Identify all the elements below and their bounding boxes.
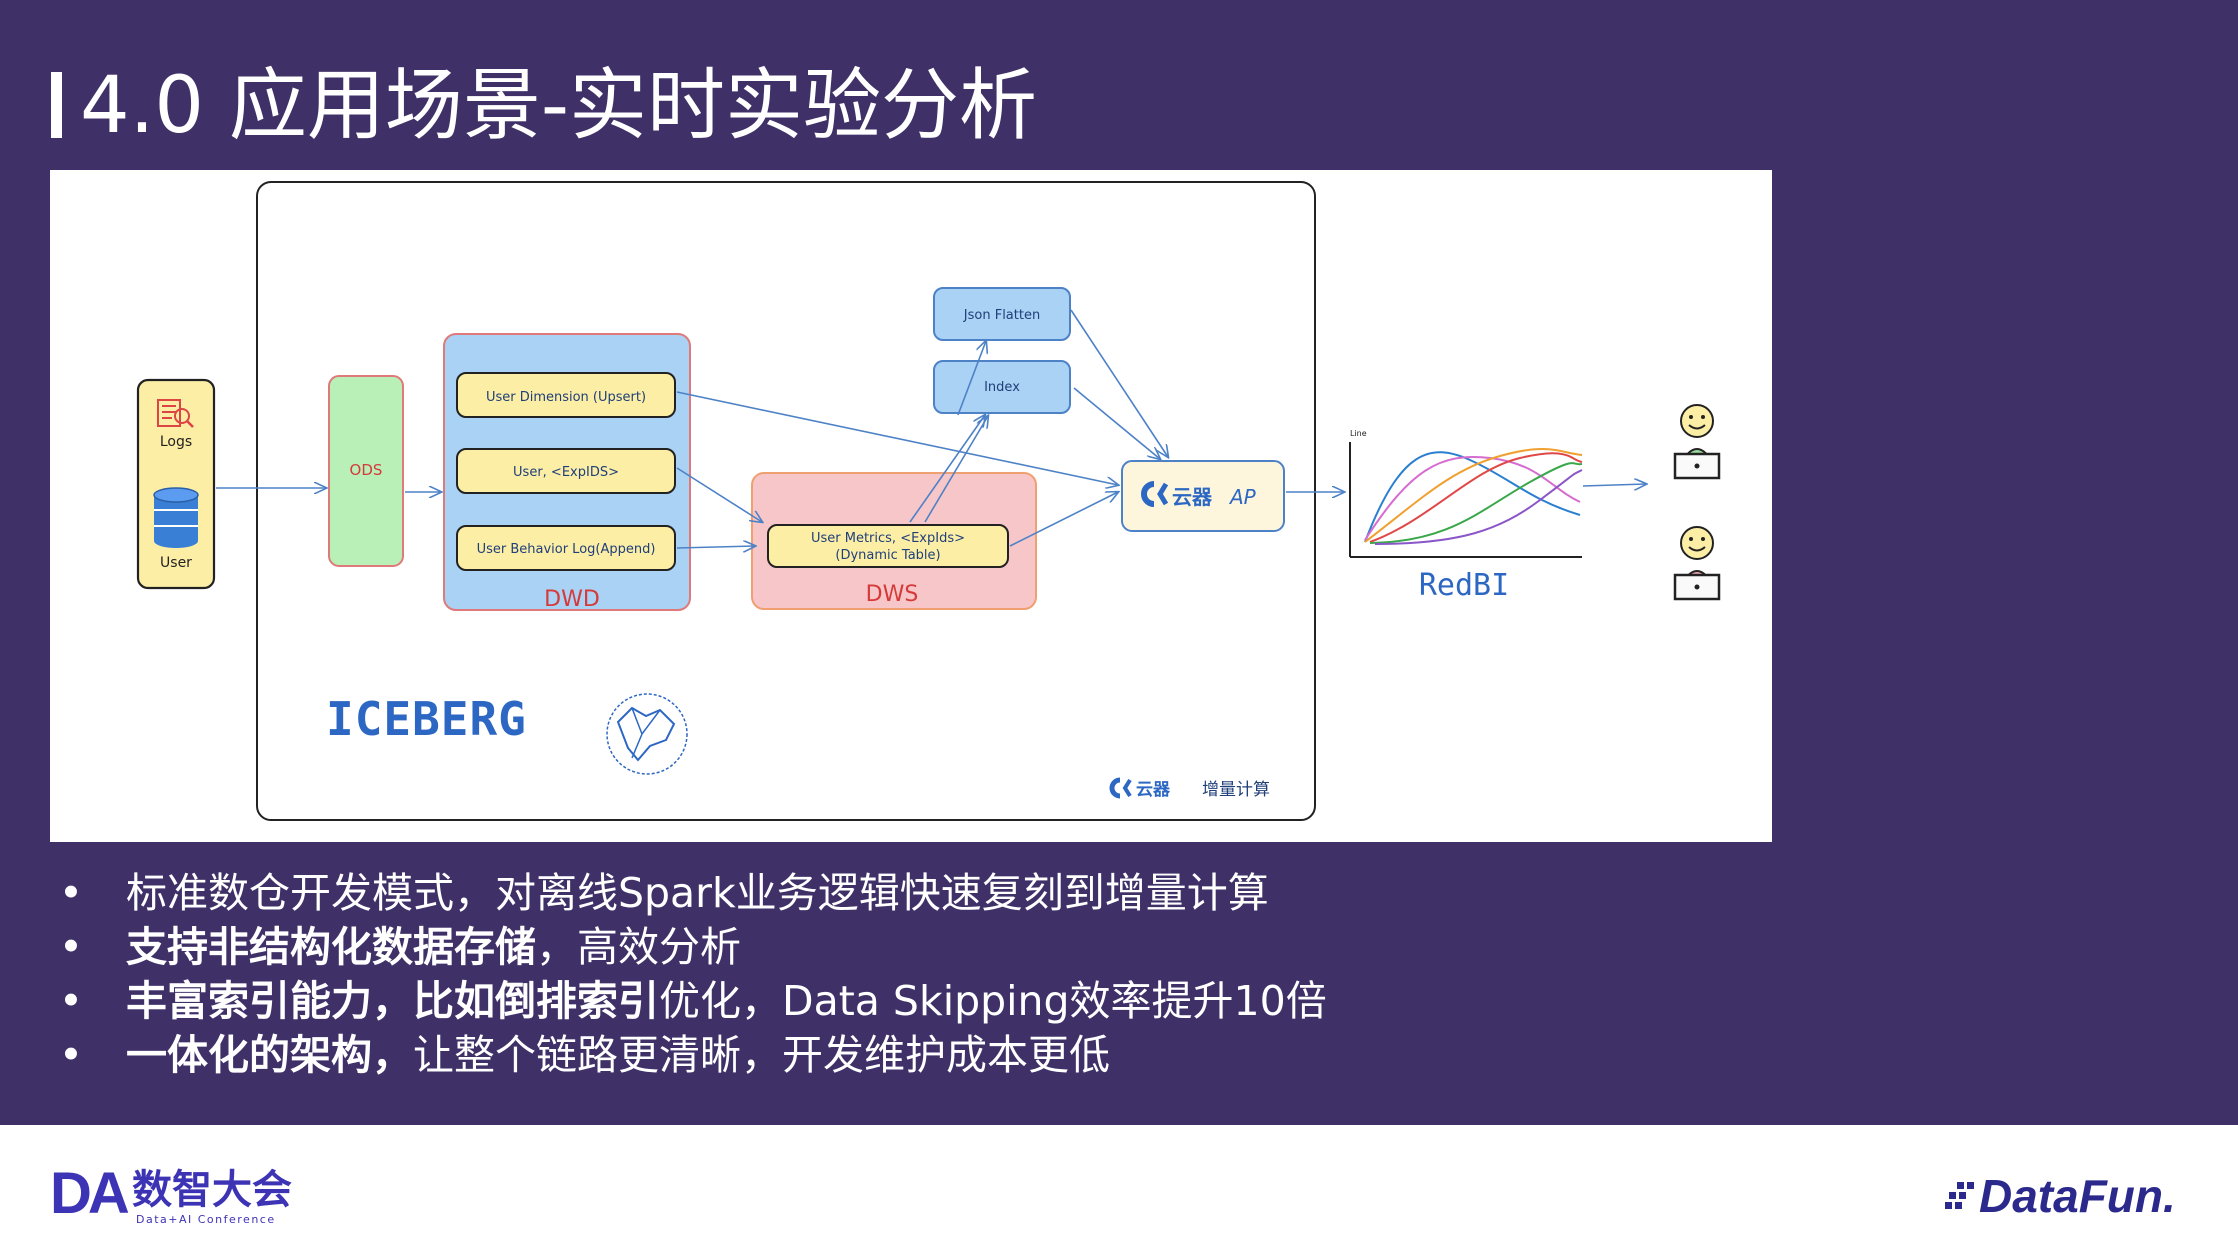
bullet-text: 标准数仓开发模式，对离线Spark业务逻辑快速复刻到增量计算	[126, 869, 1269, 917]
iceberg-frame	[256, 181, 1316, 821]
dwd-item-behavior-log-label: User Behavior Log(Append)	[477, 542, 656, 557]
bullet-dot: •	[58, 923, 84, 971]
analyst-avatar-1	[1673, 404, 1721, 480]
datafun-dots-icon	[1945, 1182, 1979, 1212]
json-flatten-label: Json Flatten	[963, 308, 1040, 323]
dws-label: DWS	[866, 582, 919, 607]
architecture-diagram: Logs User ODS User Dimension (Up	[50, 170, 1772, 842]
index-label: Index	[984, 380, 1020, 395]
yunqi-logo-icon	[1141, 481, 1169, 507]
logs-label: Logs	[160, 434, 192, 450]
dwd-item-user-dimension	[456, 372, 676, 418]
bullet-bold: 丰富索引能力，比如倒排索引	[126, 977, 659, 1025]
dwd-box: User Dimension (Upsert) User, <ExpIDS> U…	[443, 333, 691, 612]
datafun-wordmark: DataFun.	[1979, 1170, 2176, 1222]
logs-icon	[157, 399, 194, 428]
bullet-bold: 一体化的架构，	[126, 1031, 413, 1079]
dwd-item-user-dimension-label: User Dimension (Upsert)	[486, 390, 646, 405]
bullet-text: 优化，Data Skipping效率提升10倍	[659, 977, 1327, 1025]
dwd-item-behavior-log	[456, 525, 676, 571]
badge-label: 增量计算	[1202, 780, 1270, 800]
bullet-dot: •	[58, 977, 84, 1025]
footer-bar	[0, 1125, 2238, 1254]
bullet-item: • 支持非结构化数据存储，高效分析	[56, 920, 1756, 974]
database-icon	[153, 487, 199, 548]
da-logo-cn: 数智大会	[132, 1167, 292, 1213]
da-logo-mark: DA	[50, 1161, 130, 1226]
bullet-list: • 标准数仓开发模式，对离线Spark业务逻辑快速复刻到增量计算 • 支持非结构…	[56, 866, 1756, 1082]
flow-arrows	[216, 309, 1646, 548]
user-label: User	[160, 555, 192, 571]
dwd-item-user-expids	[456, 448, 676, 494]
bullet-bold: 支持非结构化数据存储	[126, 923, 536, 971]
iceberg-logo-icon	[606, 693, 688, 775]
slide-title: 4.0 应用场景-实时实验分析	[80, 61, 1037, 151]
bullet-item: • 丰富索引能力，比如倒排索引优化，Data Skipping效率提升10倍	[56, 974, 1756, 1028]
dwd-label: DWD	[544, 587, 600, 612]
bullet-text: 让整个链路更清晰，开发维护成本更低	[413, 1031, 1110, 1079]
dws-item-user-metrics	[767, 524, 1009, 568]
bullet-text: ，高效分析	[536, 923, 741, 971]
ap-brand: 云器	[1172, 485, 1213, 509]
redbi-chart: Line RedBI	[1349, 429, 1583, 603]
title-accent-bar	[51, 72, 62, 138]
bullet-item: • 标准数仓开发模式，对离线Spark业务逻辑快速复刻到增量计算	[56, 866, 1756, 920]
dws-item-line2: (Dynamic Table)	[835, 548, 940, 563]
dws-box: User Metrics, <ExpIds> (Dynamic Table) D…	[751, 472, 1037, 610]
ods-box: ODS	[328, 375, 404, 567]
iceberg-label: ICEBERG	[326, 692, 527, 746]
redbi-axis-label: Line	[1350, 429, 1367, 438]
ap-box: 云器 AP	[1121, 460, 1285, 532]
dws-item-line1: User Metrics, <ExpIds>	[811, 531, 965, 546]
badge-brand: 云器	[1136, 780, 1171, 800]
slide-background: 4.0 应用场景-实时实验分析 L	[0, 0, 2238, 1125]
json-flatten-box: Json Flatten	[933, 287, 1071, 341]
bullet-item: • 一体化的架构，让整个链路更清晰，开发维护成本更低	[56, 1028, 1756, 1082]
da-logo-sub: Data+AI Conference	[136, 1213, 276, 1226]
dwd-item-user-expids-label: User, <ExpIDS>	[513, 465, 619, 480]
ap-label: AP	[1228, 485, 1257, 509]
bullet-dot: •	[58, 1031, 84, 1079]
redbi-caption: RedBI	[1419, 568, 1509, 603]
bullet-dot: •	[58, 869, 84, 917]
source-box: Logs User	[136, 378, 216, 590]
index-box: Index	[933, 360, 1071, 414]
incremental-compute-badge: 云器 增量计算	[1109, 777, 1270, 800]
ods-label: ODS	[350, 461, 383, 479]
analyst-avatar-2	[1673, 526, 1721, 601]
